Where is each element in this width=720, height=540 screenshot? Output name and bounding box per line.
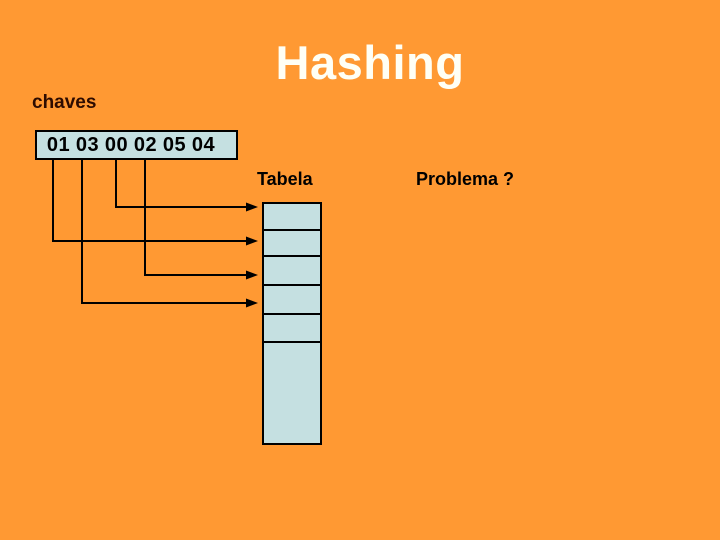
hash-table — [262, 202, 322, 445]
table-cell-4 — [264, 315, 320, 343]
key-value: 02 — [133, 133, 158, 156]
chaves-label: chaves — [32, 92, 97, 113]
key-value: 00 — [104, 133, 129, 156]
connector-key-02-to-row-2 — [144, 158, 258, 280]
connector-key-01-to-row-1 — [52, 158, 258, 246]
table-cell-0 — [264, 204, 320, 231]
table-cell-5 — [264, 343, 320, 443]
problema-label: Problema ? — [416, 169, 515, 189]
tabela-label: Tabela — [257, 169, 313, 189]
slide-title: Hashing — [275, 36, 465, 89]
table-cell-2 — [264, 257, 320, 286]
key-value: 01 — [46, 133, 71, 156]
key-value: 05 — [162, 133, 187, 156]
key-value: 04 — [191, 133, 216, 156]
connector-key-00-to-row-0 — [115, 158, 258, 212]
key-value: 03 — [75, 133, 100, 156]
connector-key-03-to-row-3 — [81, 158, 258, 308]
table-cell-3 — [264, 286, 320, 315]
table-cell-1 — [264, 231, 320, 257]
